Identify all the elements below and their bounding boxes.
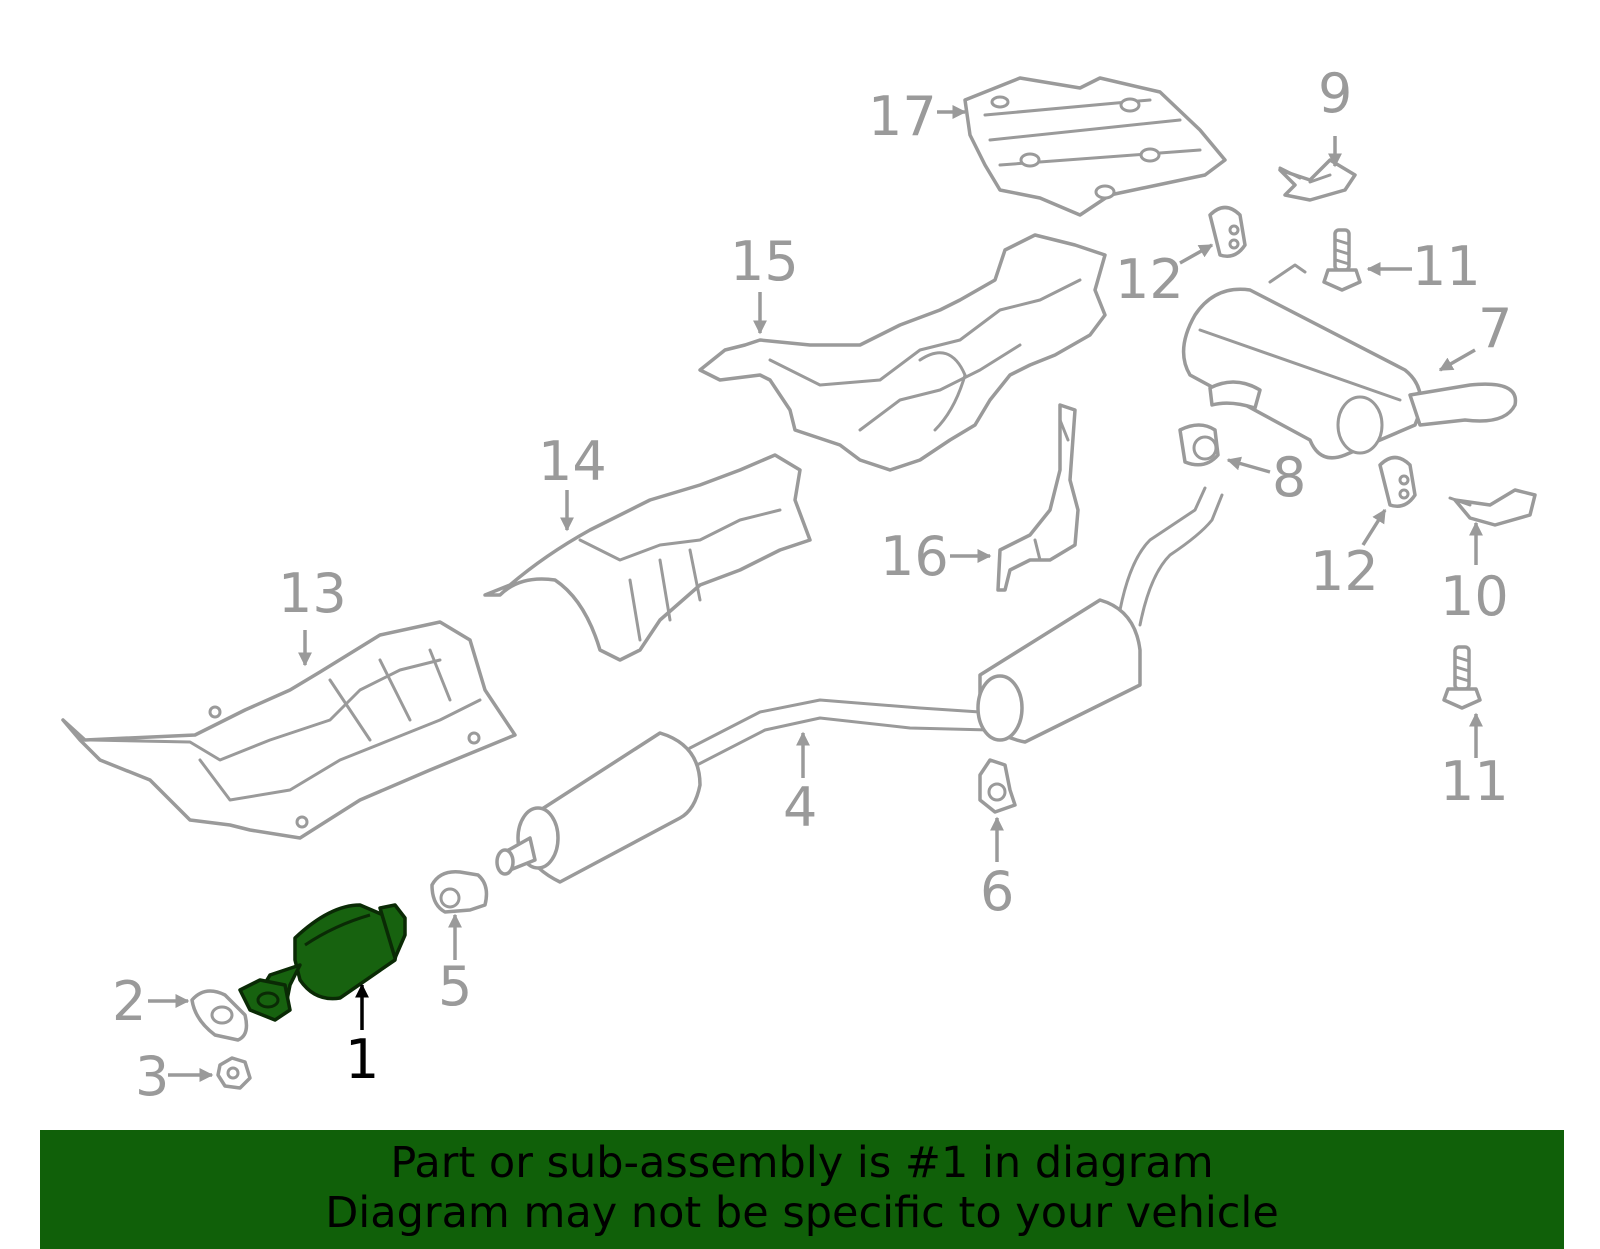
- callout-10[interactable]: 10: [1440, 565, 1509, 628]
- part-12-isolator-upper[interactable]: [1208, 205, 1247, 258]
- part-16-bracket[interactable]: [996, 403, 1080, 592]
- callout-5[interactable]: 5: [438, 955, 472, 1018]
- callout-3[interactable]: 3: [135, 1045, 169, 1108]
- part-1-catalytic-converter[interactable]: [238, 903, 407, 1022]
- part-11-bolt-upper[interactable]: [1322, 228, 1362, 292]
- callout-9[interactable]: 9: [1318, 62, 1352, 125]
- part-5-hanger[interactable]: [430, 870, 489, 914]
- part-8-hanger[interactable]: [1178, 423, 1220, 467]
- part-6-hanger[interactable]: [978, 758, 1017, 814]
- callout-8[interactable]: 8: [1272, 446, 1306, 509]
- callout-11-upper[interactable]: 11: [1412, 235, 1481, 298]
- part-9-bracket[interactable]: [1278, 158, 1357, 202]
- part-13-heat-shield[interactable]: [61, 620, 517, 840]
- callout-1[interactable]: 1: [345, 1028, 379, 1091]
- callout-4[interactable]: 4: [783, 776, 817, 839]
- banner-line-2: Diagram may not be specific to your vehi…: [325, 1188, 1279, 1238]
- info-banner: Part or sub-assembly is #1 in diagram Di…: [40, 1130, 1564, 1249]
- callout-15[interactable]: 15: [730, 230, 799, 293]
- callout-12-upper[interactable]: 12: [1115, 248, 1184, 311]
- banner-line-1: Part or sub-assembly is #1 in diagram: [390, 1138, 1214, 1188]
- part-10-bracket[interactable]: [1448, 488, 1537, 527]
- callout-16[interactable]: 16: [880, 525, 949, 588]
- callout-11-lower[interactable]: 11: [1440, 750, 1509, 813]
- part-14-heat-shield[interactable]: [483, 453, 812, 662]
- callout-12-lower[interactable]: 12: [1310, 540, 1379, 603]
- callout-arrows: [148, 105, 1483, 1082]
- exhaust-system-diagram: 1 2 3 4 5 6 7 8 9 10 11 11 12 12 13 14 1…: [61, 62, 1537, 1108]
- part-11-bolt-lower[interactable]: [1442, 645, 1482, 710]
- callout-7[interactable]: 7: [1478, 297, 1512, 360]
- part-17-heat-shield[interactable]: [963, 76, 1227, 217]
- part-3-nut[interactable]: [216, 1056, 252, 1090]
- part-7-rear-muffler[interactable]: [1181, 263, 1518, 460]
- part-4-center-pipe[interactable]: [495, 486, 1224, 884]
- callout-6[interactable]: 6: [980, 860, 1014, 923]
- callout-17[interactable]: 17: [868, 85, 937, 148]
- callout-13[interactable]: 13: [278, 562, 347, 625]
- callout-14[interactable]: 14: [538, 430, 607, 493]
- part-2-gasket[interactable]: [190, 989, 249, 1042]
- part-12-isolator-lower[interactable]: [1378, 455, 1417, 508]
- callout-2[interactable]: 2: [112, 970, 146, 1033]
- part-15-heat-shield[interactable]: [698, 233, 1107, 472]
- callout-labels: 1 2 3 4 5 6 7 8 9 10 11 11 12 12 13 14 1…: [112, 62, 1512, 1108]
